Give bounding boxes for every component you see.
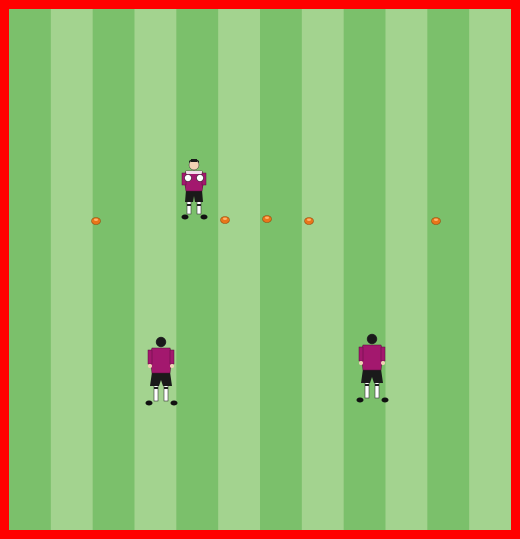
cone xyxy=(263,216,272,223)
pitch-stripe xyxy=(469,9,511,530)
cone xyxy=(432,218,441,225)
pitch-stripe xyxy=(51,9,93,530)
pitch-stripe xyxy=(176,9,218,530)
pitch-stripe xyxy=(386,9,428,530)
pitch-stripe xyxy=(260,9,302,530)
pitch-stripes xyxy=(9,9,512,530)
pitch-stripe xyxy=(427,9,469,530)
pitch-stripe xyxy=(135,9,177,530)
pitch-stripe xyxy=(218,9,260,530)
pitch-stripe xyxy=(302,9,344,530)
cone xyxy=(221,217,230,224)
pitch-stripe xyxy=(9,9,51,530)
pitch-stripe xyxy=(93,9,135,530)
cone xyxy=(92,218,101,225)
pitch-stripe xyxy=(344,9,386,530)
cone xyxy=(305,218,314,225)
